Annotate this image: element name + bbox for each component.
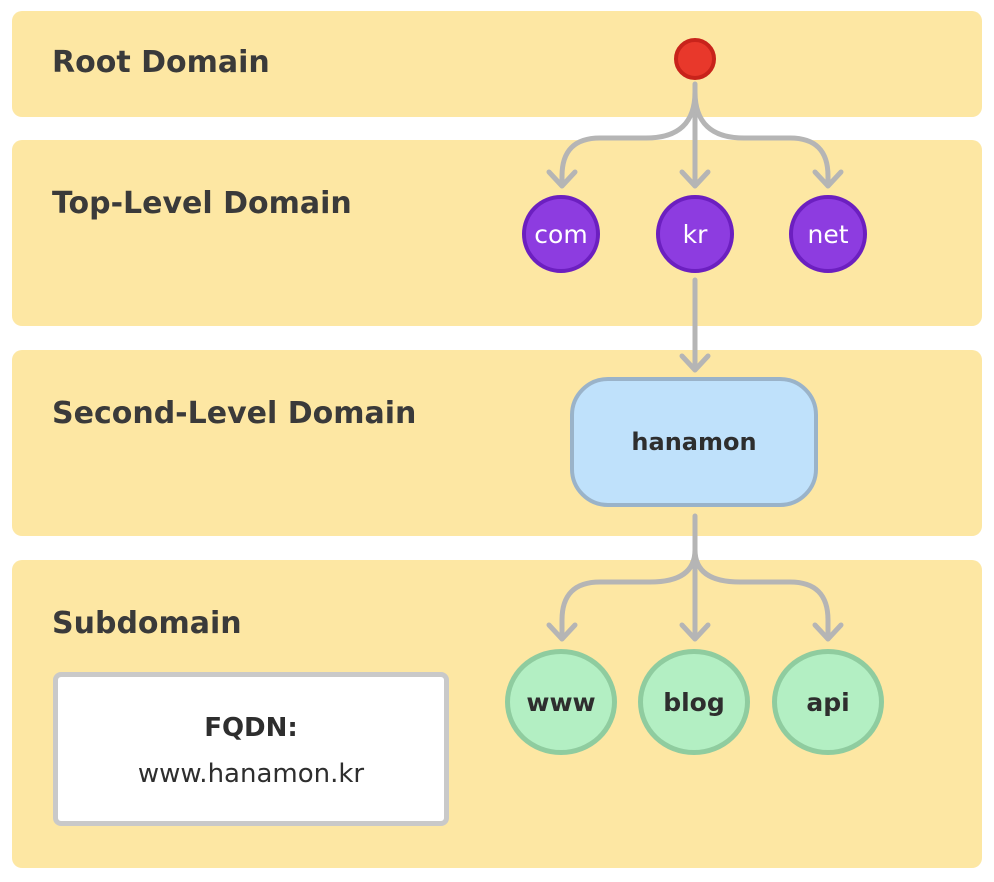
edge-hanamon-to-api xyxy=(692,547,831,640)
arrowhead-kr xyxy=(679,169,711,189)
tld-node-net: net xyxy=(789,195,867,273)
edge-root-to-com xyxy=(559,89,698,187)
fqdn-value: www.hanamon.kr xyxy=(137,759,365,789)
arrowhead-blog xyxy=(679,622,711,642)
sub-node-blog: blog xyxy=(638,649,750,755)
subdomain-label: Subdomain xyxy=(52,606,242,641)
fqdn-title: FQDN: xyxy=(204,713,298,743)
arrowhead-api xyxy=(812,622,844,642)
sld-node-hanamon: hanamon xyxy=(570,377,818,507)
root-node xyxy=(674,38,716,80)
sub-node-www: www xyxy=(505,649,617,755)
edge-root-to-net xyxy=(692,89,831,187)
edge-hanamon-to-www xyxy=(559,547,698,640)
arrowhead-hanamon xyxy=(679,353,711,373)
second-level-domain-band: Second-Level Domain xyxy=(12,350,982,536)
fqdn-box: FQDN: www.hanamon.kr xyxy=(53,672,449,826)
root-domain-band: Root Domain xyxy=(12,11,982,117)
tld-node-com: com xyxy=(522,195,600,273)
second-level-domain-label: Second-Level Domain xyxy=(52,396,417,431)
tld-node-kr: kr xyxy=(656,195,734,273)
arrowhead-com xyxy=(546,169,578,189)
root-domain-label: Root Domain xyxy=(52,45,270,80)
sub-node-api: api xyxy=(772,649,884,755)
arrowhead-www xyxy=(546,622,578,642)
top-level-domain-label: Top-Level Domain xyxy=(52,186,352,221)
arrowhead-net xyxy=(812,169,844,189)
